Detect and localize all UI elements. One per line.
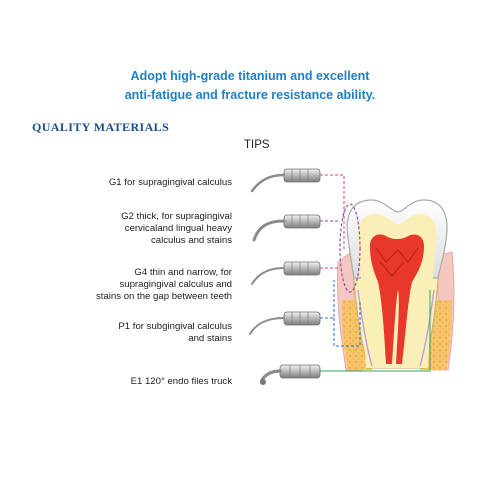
target-area-g2: [339, 203, 361, 293]
tip-g2: [252, 214, 321, 242]
headline-line-1: Adopt high-grade titanium and excellent: [130, 69, 370, 83]
headline: Adopt high-grade titanium and excellent …: [0, 67, 500, 105]
tip-p1: [249, 311, 321, 335]
tip-label-g2-line-2: cervicaland lingual heavy: [124, 223, 232, 234]
tip-label-g2-line-3: calculus and stains: [150, 235, 232, 246]
tip-label-g2-line-1: G2 thick, for supragingival: [121, 211, 232, 222]
tip-label-e1: E1 120° endo files truck: [131, 376, 232, 388]
tip-connectors: [320, 174, 431, 372]
pulp-veins: [375, 247, 419, 277]
tip-g4: [251, 261, 321, 285]
tooth-cross-section: [336, 199, 455, 371]
periodontal-line: [357, 289, 435, 367]
connector-e1: [320, 290, 431, 372]
section-title: QUALITY MATERIALS: [32, 120, 170, 134]
tip-e1: [260, 364, 321, 385]
tip-label-g4-line-3: stains on the gap between teeth: [95, 291, 232, 302]
tip-label-p1-line-1: P1 for subgingival calculus: [118, 321, 232, 332]
tip-g1: [250, 168, 321, 193]
ultrasonic-tip-icon: [283, 214, 321, 229]
tip-label-p1: P1 for subgingival calculus and stains: [118, 321, 232, 345]
tip-label-g2: G2 thick, for supragingival cervicaland …: [121, 211, 232, 247]
tip-label-g4: G4 thin and narrow, for supragingival ca…: [96, 267, 232, 303]
tip-label-g1-line: G1 for supragingival calculus: [108, 177, 232, 188]
tips-header: TIPS: [244, 139, 270, 151]
ultrasonic-tip-icon: [283, 311, 321, 326]
connector-g1: [320, 174, 345, 250]
tip-label-e1-line: E1 120° endo files truck: [130, 376, 232, 387]
tip-label-p1-line-2: and stains: [188, 333, 232, 344]
tip-label-g4-line-2: supragingival calculus and: [119, 279, 232, 290]
headline-line-2: anti-fatigue and fracture resistance abi…: [124, 88, 376, 102]
ultrasonic-tip-icon: [283, 261, 321, 276]
connector-p1: [320, 280, 361, 347]
tip-label-g1: G1 for supragingival calculus: [109, 177, 232, 189]
tip-label-g4-line-1: G4 thin and narrow, for: [134, 267, 232, 278]
ultrasonic-tip-icon: [283, 168, 321, 183]
